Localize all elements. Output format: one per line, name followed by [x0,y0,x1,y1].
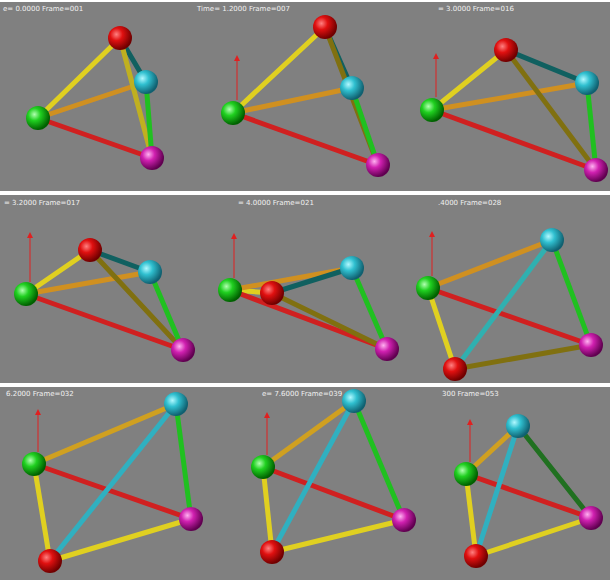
frame-label: = 3.0000 Frame=016 [438,5,514,13]
frame-label: 6.2000 Frame=032 [6,390,74,398]
frame-label: e= 7.6000 Frame=039 [262,390,342,398]
frame-label: = 4.0000 Frame=021 [238,199,314,207]
frame-label: .4000 Frame=028 [438,199,501,207]
frame-label: e= 0.0000 Frame=001 [3,5,83,13]
frame-label: Time= 1.2000 Frame=007 [197,5,290,13]
frame-label: 300 Frame=053 [442,390,499,398]
frame-label: = 3.2000 Frame=017 [4,199,80,207]
